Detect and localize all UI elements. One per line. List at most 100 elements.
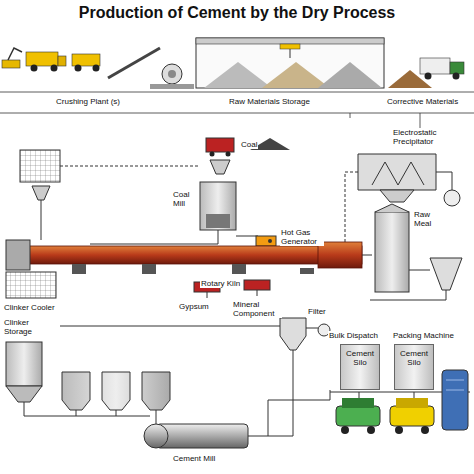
coal-mill-part	[200, 182, 236, 230]
crushing-plant	[108, 48, 194, 89]
dispatch-part	[442, 370, 468, 430]
part-label: Bulk Dispatch	[328, 331, 379, 340]
part-label: Raw Materials Storage	[228, 97, 311, 106]
rotary-kiln-part	[28, 246, 362, 264]
dust-filter-part	[41, 200, 42, 240]
part-label: Packing Machine	[392, 331, 455, 340]
quarry-vehicles-part	[72, 54, 100, 66]
separator-part	[0, 92, 474, 93]
dust-filter-part	[32, 186, 50, 200]
quarry-vehicles-part	[8, 48, 22, 60]
hot-gas-generator-part	[256, 236, 276, 246]
raw-meal-silo-part	[370, 270, 446, 300]
coal-feed-part	[210, 152, 215, 157]
quarry-vehicles-part	[31, 65, 38, 72]
filter-part	[293, 350, 294, 420]
quarry-vehicles-part	[75, 65, 82, 72]
raw-meal-silo-part	[430, 258, 462, 290]
hot-gas-generator-part	[268, 239, 272, 243]
separator-part	[0, 113, 474, 114]
clinker-storage-part	[24, 402, 156, 436]
part-label: Gypsum	[178, 302, 210, 311]
part-label: Clinker Cooler	[3, 303, 56, 312]
raw-meal-silo-part	[375, 212, 409, 292]
clinker-storage	[6, 342, 170, 436]
clinker-storage-part	[62, 372, 170, 410]
additive-hoppers	[60, 280, 300, 326]
quarry-vehicles-part	[2, 60, 20, 68]
dispatch-part	[396, 398, 428, 408]
corrective-materials-part	[450, 62, 464, 74]
dispatch-part	[342, 398, 374, 408]
part-label: Filter	[307, 307, 327, 316]
part-label: Raw Meal	[413, 210, 445, 228]
additive-hoppers-part	[244, 280, 270, 290]
separator-part	[350, 113, 420, 128]
storage-hall-part	[196, 38, 384, 44]
crushing-plant-part	[108, 48, 160, 78]
storage-hall-part	[280, 44, 300, 49]
coal-feed-part	[206, 138, 234, 152]
part-label: Mineral Component	[232, 300, 282, 318]
rotary-kiln-part	[318, 242, 362, 268]
dispatch-part	[336, 406, 380, 426]
storage-hall-part	[290, 49, 291, 58]
dust-filter	[20, 150, 200, 240]
coal-feed-part	[226, 152, 231, 157]
rotary-kiln-part	[362, 255, 372, 256]
cement-mill-part	[248, 390, 330, 436]
separator	[0, 92, 474, 128]
filter-part	[306, 328, 318, 329]
electrostatic-precipitator-part	[345, 172, 358, 250]
clinker-cooler-part	[6, 272, 56, 298]
dispatch-part	[359, 392, 414, 398]
corrective-materials-part	[425, 73, 432, 80]
clinker-cooler	[6, 272, 56, 298]
clinker-storage-part	[6, 342, 42, 386]
electrostatic-precipitator-part	[380, 190, 414, 202]
part-label: Coal	[240, 140, 258, 149]
part-label: Rotary Kiln	[200, 279, 241, 288]
crushing-plant-part	[162, 64, 182, 84]
cement-mill	[144, 390, 330, 448]
crushing-plant-part	[150, 84, 194, 89]
electrostatic-precipitator-part	[436, 172, 452, 190]
rotary-kiln-part	[6, 240, 30, 270]
quarry-vehicles-part	[51, 65, 58, 72]
rotary-kiln-part	[72, 264, 314, 274]
coal-mill-part	[236, 236, 258, 237]
dispatch-part	[395, 426, 403, 434]
storage-hall-part	[262, 62, 330, 88]
storage-hall	[196, 38, 384, 88]
corrective-materials	[388, 58, 464, 88]
electrostatic-precipitator-part	[358, 154, 436, 190]
dispatch-part	[421, 426, 429, 434]
part-label: Corrective Materials	[386, 97, 459, 106]
coal-mill-part	[206, 214, 230, 228]
part-label: Crushing Plant (s)	[55, 97, 121, 106]
electrostatic-precipitator-part	[372, 162, 424, 185]
dispatch-part	[446, 380, 464, 390]
coal-feed	[206, 138, 290, 174]
electrostatic-precipitator-part	[444, 190, 460, 206]
cement-mill-part	[156, 424, 248, 448]
part-label: Cement Mill	[172, 454, 216, 463]
silo-label: Cement Silo	[397, 349, 431, 367]
dust-filter-part	[60, 166, 200, 167]
filter-part	[280, 318, 306, 350]
additive-hoppers-part	[60, 326, 300, 327]
corrective-materials-part	[420, 58, 450, 74]
dispatch-part	[341, 426, 349, 434]
coal-feed-part	[210, 160, 230, 174]
hot-gas-generator	[256, 236, 276, 246]
additive-hoppers-part	[207, 290, 257, 298]
raw-meal-silo-part	[375, 204, 409, 212]
silo-label: Cement Silo	[343, 349, 377, 367]
part-label: Electrostatic Precipitator	[392, 128, 456, 146]
diagram-title: Production of Cement by the Dry Process	[0, 4, 474, 22]
part-label: Coal Mill	[172, 190, 198, 208]
cement-silo: Cement Silo	[340, 344, 380, 390]
quarry-vehicles-part	[26, 52, 58, 66]
